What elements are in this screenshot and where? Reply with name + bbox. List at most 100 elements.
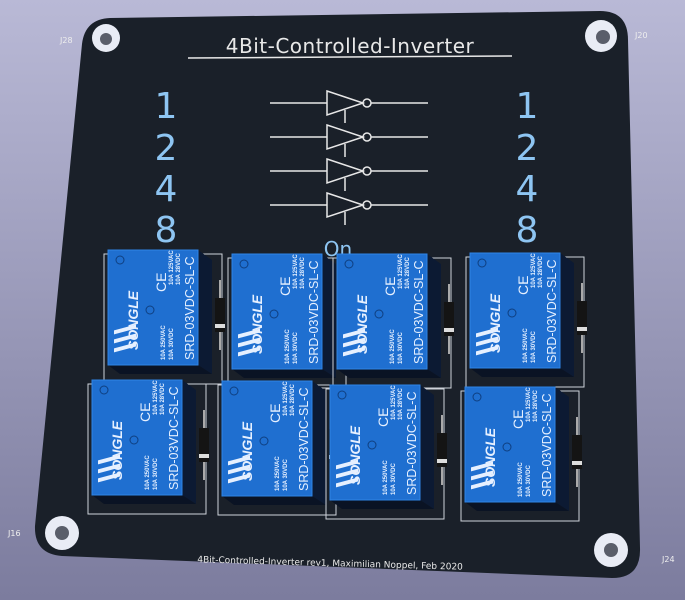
relay-rating: 10A 28VDC <box>300 257 306 289</box>
relay-model: SRD-03VDC-SL-C <box>183 257 197 361</box>
inverter-symbols <box>270 89 428 225</box>
relay-brand: SONGLE <box>109 420 125 480</box>
ce-mark: CE <box>510 410 526 429</box>
relay-rating: 10A 28VDC <box>533 390 539 422</box>
relay-side <box>420 385 434 509</box>
ref-label-top-right: J20 <box>634 31 648 40</box>
relay-rating: 10A 28VDC <box>405 257 411 289</box>
ce-mark: CE <box>382 277 398 296</box>
diode <box>437 415 447 485</box>
relay-rating: 10A 30VDC <box>526 465 532 497</box>
relay-pin-mark <box>507 308 517 318</box>
songle-logo-stripe <box>343 337 365 348</box>
relay-rating: 10A 30VDC <box>391 463 397 495</box>
relay-rating: 10A 125VAC <box>283 381 289 416</box>
relay-model: SRD-03VDC-SL-C <box>297 388 311 492</box>
relay-side <box>198 250 212 374</box>
right-bit-labels: 1 2 4 8 <box>516 86 539 251</box>
songle-logo-stripe <box>476 336 498 347</box>
ref-label-bottom-left: J16 <box>7 529 21 538</box>
relay-pin-mark <box>239 259 249 269</box>
songle-logo-stripe <box>98 463 120 474</box>
relay-rating: 10A 30VDC <box>283 459 289 491</box>
bit-label: 8 <box>155 210 178 251</box>
relay-rating: 10A 125VAC <box>153 380 159 415</box>
ce-mark: CE <box>137 403 153 422</box>
ce-mark: CE <box>277 277 293 296</box>
diode <box>199 410 209 480</box>
mounting-hole-top-right <box>585 20 617 52</box>
relay-pin-mark <box>129 435 139 445</box>
songle-logo-stripe <box>238 337 260 348</box>
relay-side <box>322 254 336 378</box>
relay-rating: 10A 28VDC <box>176 253 182 285</box>
relay-model: SRD-03VDC-SL-C <box>307 261 321 365</box>
relay-rating: 10A 28VDC <box>160 383 166 415</box>
relay-pin-mark <box>367 440 377 450</box>
songle-logo-stripe <box>471 470 493 481</box>
relay-side <box>555 387 569 511</box>
relay-rating: 10A 250VAC <box>285 329 291 364</box>
relay-rating: 10A 30VDC <box>398 332 404 364</box>
relay-brand: SONGLE <box>249 294 265 354</box>
relay-side <box>182 380 196 504</box>
relay-rating: 10A 250VAC <box>523 328 529 363</box>
diode <box>577 283 587 353</box>
relay-bottom <box>92 495 196 504</box>
songle-logo-stripe <box>343 346 365 357</box>
songle-logo-stripe <box>471 461 493 472</box>
relay-brand: SONGLE <box>239 421 255 481</box>
relay-bottom <box>330 500 434 509</box>
diode <box>444 284 454 354</box>
relay-pin-mark <box>115 255 125 265</box>
left-bit-labels: 1 2 4 8 <box>155 86 178 251</box>
relay-rating: 10A 30VDC <box>531 331 537 363</box>
relay-model: SRD-03VDC-SL-C <box>412 261 426 365</box>
ce-mark: CE <box>375 408 391 427</box>
relay-pin-mark <box>269 309 279 319</box>
inverter-symbol <box>270 89 428 123</box>
diode <box>215 280 225 350</box>
bit-label: 4 <box>155 169 178 210</box>
relay-rating: 10A 30VDC <box>153 458 159 490</box>
relay-bottom <box>222 496 326 505</box>
bit-label: 1 <box>516 86 539 127</box>
songle-logo-stripe <box>238 346 260 357</box>
relay-side <box>427 254 441 378</box>
relay-model: SRD-03VDC-SL-C <box>167 387 181 491</box>
songle-logo-stripe <box>228 473 250 484</box>
ref-label-bottom-right: J24 <box>661 555 675 564</box>
relay-rating: 10A 28VDC <box>290 384 296 416</box>
relay-pin-mark <box>259 436 269 446</box>
bit-label: 2 <box>155 128 178 169</box>
bit-label: 4 <box>516 169 539 210</box>
relay-brand: SONGLE <box>354 294 370 354</box>
relay-pin-mark <box>472 392 482 402</box>
songle-logo-stripe <box>476 327 498 338</box>
relay-pin-mark <box>337 390 347 400</box>
relay-brand: SONGLE <box>125 290 141 350</box>
relay-rating: 10A 28VDC <box>538 256 544 288</box>
relay-bottom <box>465 502 569 511</box>
inverter-symbol <box>270 123 428 157</box>
diode <box>572 417 582 487</box>
songle-logo-stripe <box>114 342 136 353</box>
mounting-hole-bottom-left <box>45 516 79 550</box>
relay-rating: 10A 250VAC <box>518 462 524 497</box>
relay-rating: 10A 125VAC <box>391 385 397 420</box>
relay-brand: SONGLE <box>487 293 503 353</box>
relay-side <box>560 253 574 377</box>
songle-logo-stripe <box>476 345 498 356</box>
songle-logo-stripe <box>114 333 136 344</box>
relay-pin-mark <box>344 259 354 269</box>
songle-logo-stripe <box>98 454 120 465</box>
songle-logo-stripe <box>228 464 250 475</box>
mounting-hole-top-left <box>92 24 120 52</box>
